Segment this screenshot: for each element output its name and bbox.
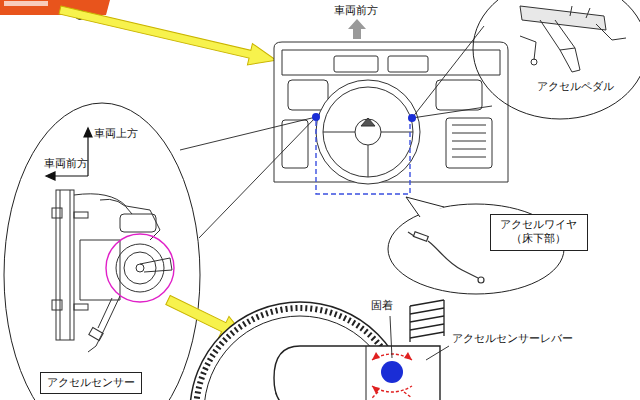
detail-ellipse [4,103,200,400]
direction-label: 車両上方 [94,127,138,140]
spring-figure [410,300,444,342]
wire-figure [408,232,484,283]
direction-label: 車両前方 [334,4,378,17]
part-box: アクセルワイヤ （床下部） [490,214,588,251]
lever-figure [274,346,440,400]
node-text: アクセルワイヤ （床下部） [497,218,581,247]
sensor-figure [52,190,172,352]
direction-arrow [348,19,366,39]
part-box: アクセルセンサー [40,372,142,394]
zoom-arrow [58,0,279,71]
leader-line [390,316,449,360]
node-text: アクセルセンサー [47,376,135,390]
part-label: 固着 [371,299,393,312]
motion-arrowheads [372,352,412,394]
dashboard [274,42,508,184]
pedal-circle: アクセルペダル [472,0,640,120]
motion-arrows [372,354,412,398]
part-label: アクセルセンサーレバー [452,332,573,345]
bus-body [0,0,110,15]
ellipse-outline [473,0,640,119]
direction-label: 車両前方 [44,157,88,170]
ellipse-outline [472,0,640,120]
stuck-point [381,361,403,383]
axis-arrows [46,128,92,180]
node-text: アクセルペダル [537,79,614,94]
bus-window [4,1,48,6]
pedal-figure [520,6,626,72]
location-dot [312,113,320,121]
wire-route [316,121,410,194]
highlight-circle [106,234,174,302]
location-dot [408,114,416,122]
